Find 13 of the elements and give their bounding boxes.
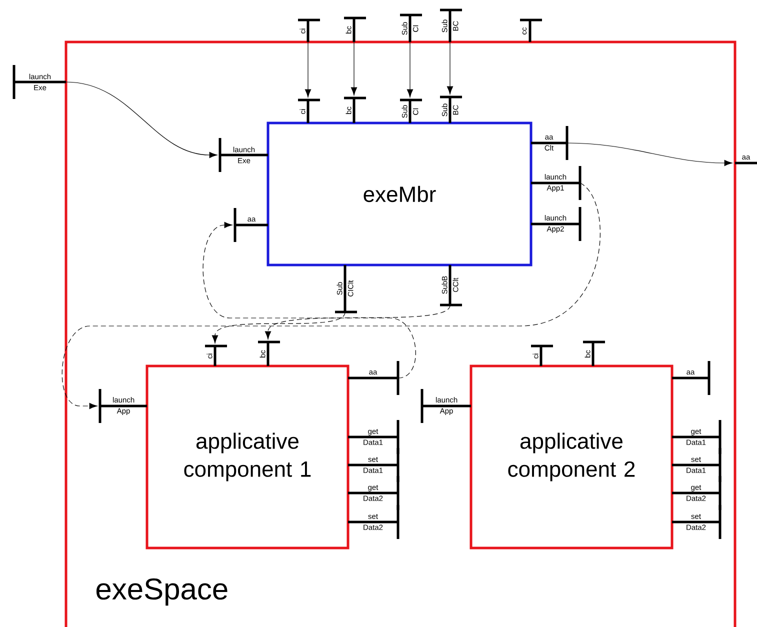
arrow [350,42,358,96]
arrow [264,304,450,340]
arrow [446,42,454,94]
component-box: applicative component 2 [470,364,674,550]
arrow [406,42,414,98]
arrow [212,312,346,344]
component-box: exeMbr [266,122,532,266]
arrow [66,82,218,158]
arrow [304,42,312,98]
arrow [566,142,732,166]
arrow [202,222,416,378]
arrow [62,182,600,410]
component-box: applicative component 1 [146,364,350,550]
